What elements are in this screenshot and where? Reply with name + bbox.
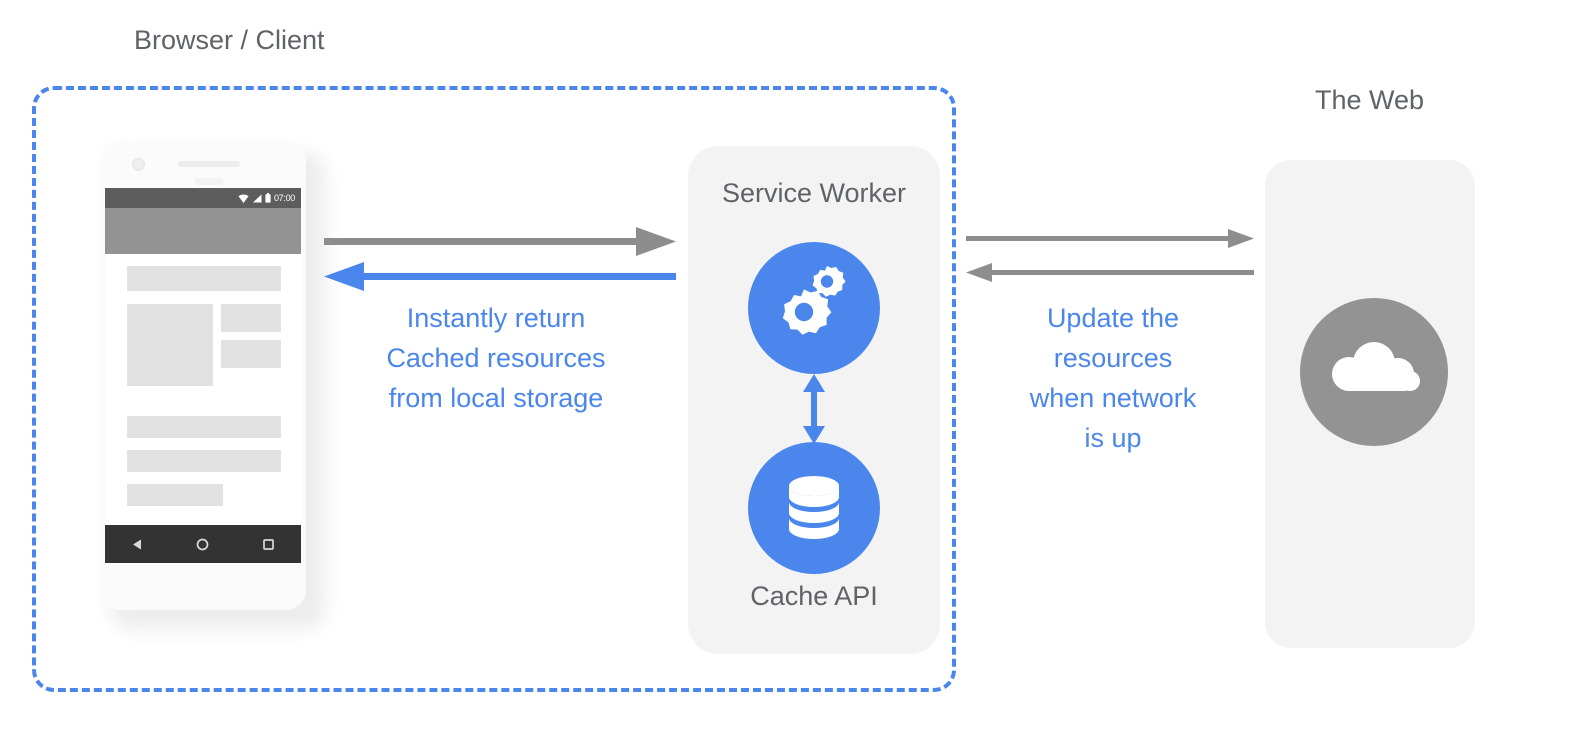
home-icon[interactable] bbox=[195, 537, 210, 552]
back-icon[interactable] bbox=[130, 537, 145, 552]
content-placeholder-bar bbox=[127, 484, 223, 506]
browser-client-boundary bbox=[32, 86, 956, 692]
content-placeholder-block bbox=[127, 304, 213, 386]
the-web-label: The Web bbox=[1315, 85, 1425, 115]
phone-body: 07:00 bbox=[100, 140, 306, 610]
battery-icon bbox=[265, 193, 271, 203]
phone-mockup: 07:00 bbox=[100, 140, 326, 630]
content-placeholder-bar bbox=[127, 416, 281, 438]
speaker-grill bbox=[178, 161, 240, 167]
gears-icon bbox=[770, 264, 858, 353]
arrow-client-to-sw bbox=[324, 227, 676, 256]
caption-right-line: Update the bbox=[1046, 303, 1180, 333]
arrow-web-to-sw bbox=[966, 263, 1254, 282]
content-placeholder-bar bbox=[127, 266, 281, 291]
caption-right-line: when network bbox=[1029, 383, 1197, 413]
caption-left-line: Instantly return bbox=[406, 303, 586, 333]
cache-api-icon-circle bbox=[748, 442, 880, 574]
phone-screen: 07:00 bbox=[105, 188, 301, 563]
caption-left-line: from local storage bbox=[388, 383, 604, 413]
service-worker-panel: Service Worker bbox=[688, 146, 940, 654]
content-placeholder-bar bbox=[221, 304, 281, 332]
service-worker-title: Service Worker bbox=[721, 178, 907, 208]
caption-right-line: is up bbox=[1084, 423, 1142, 453]
phone-nav-bar bbox=[105, 525, 301, 563]
caption-right: Update the resources when network is up bbox=[1010, 298, 1216, 458]
serviceworker-cache-bidirectional-arrow bbox=[803, 374, 825, 444]
web-icon-circle bbox=[1300, 298, 1448, 446]
cache-api-title: Cache API bbox=[750, 581, 878, 611]
content-placeholder-bar bbox=[127, 450, 281, 472]
content-placeholder-bar bbox=[221, 340, 281, 368]
client-serviceworker-arrows bbox=[324, 227, 676, 291]
sensor-strip bbox=[195, 178, 223, 185]
phone-app-bar bbox=[105, 208, 301, 254]
browser-client-label: Browser / Client bbox=[134, 25, 325, 55]
caption-left: Instantly return Cached resources from l… bbox=[376, 298, 616, 418]
wifi-icon bbox=[238, 194, 249, 203]
cloud-icon bbox=[1328, 341, 1420, 404]
signal-icon bbox=[252, 194, 262, 203]
camera-icon bbox=[132, 158, 145, 171]
status-bar-time: 07:00 bbox=[273, 193, 295, 203]
serviceworker-web-arrows bbox=[966, 229, 1254, 282]
arrow-sw-to-web bbox=[966, 229, 1254, 248]
phone-status-bar: 07:00 bbox=[105, 188, 301, 208]
caption-left-line: Cached resources bbox=[386, 343, 606, 373]
service-worker-icon-circle bbox=[748, 242, 880, 374]
recents-icon[interactable] bbox=[261, 537, 276, 552]
arrow-sw-to-client bbox=[324, 262, 676, 291]
caption-right-line: resources bbox=[1053, 343, 1173, 373]
database-icon bbox=[781, 471, 847, 546]
